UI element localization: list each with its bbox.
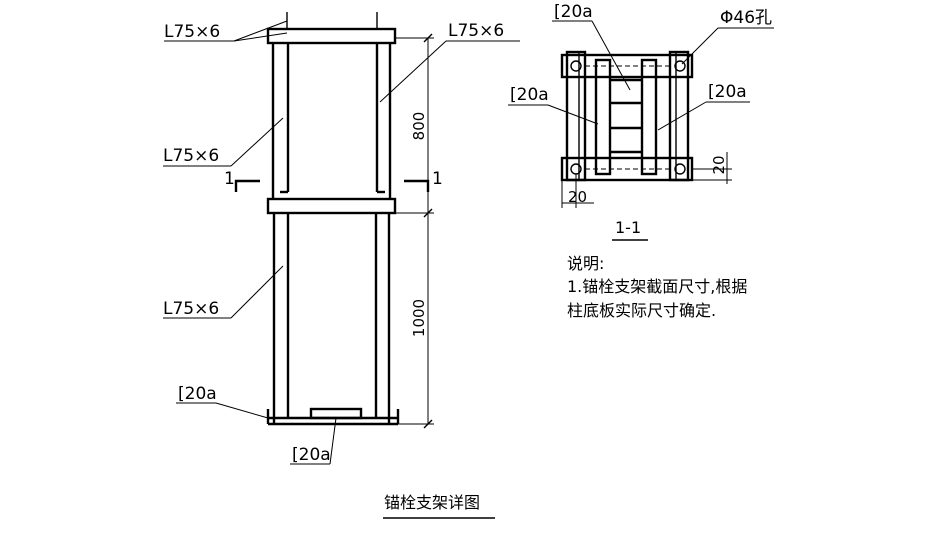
leader-mid-angle bbox=[230, 117, 284, 167]
leader-bottom-channel bbox=[329, 417, 337, 465]
dim-tick-bottom bbox=[423, 419, 433, 429]
label-left-channel: [20a bbox=[178, 384, 217, 404]
section-mark-right-symbol bbox=[404, 179, 430, 192]
hole-top-left bbox=[570, 60, 582, 72]
section-label-top-channel: [20a bbox=[554, 2, 593, 22]
section-dim-right: 20 bbox=[710, 155, 728, 174]
notes-heading: 说明: bbox=[567, 254, 604, 273]
notes-line-2: 柱底板实际尺寸确定. bbox=[567, 301, 716, 320]
leader-lower-angle bbox=[230, 265, 284, 319]
section-leader-top bbox=[591, 20, 631, 91]
section-dim-bottom: 20 bbox=[568, 188, 587, 206]
section-label-right-channel: [20a bbox=[708, 82, 747, 102]
leader-left-channel bbox=[215, 402, 269, 419]
label-right-angle: L75×6 bbox=[448, 21, 504, 41]
leader-top-angle-1 bbox=[233, 20, 288, 42]
section-inner-left bbox=[594, 58, 612, 176]
section-label-left-channel: [20a bbox=[510, 85, 549, 105]
section-leader-left bbox=[547, 104, 599, 125]
notes: 说明: 1.锚栓支架截面尺寸,根据 柱底板实际尺寸确定. bbox=[567, 254, 747, 320]
section-title: 1-1 bbox=[615, 218, 641, 237]
section-label-hole: Φ46孔 bbox=[720, 8, 772, 28]
top-angle-plate bbox=[266, 27, 397, 45]
dim-upper-800: 800 bbox=[410, 112, 428, 141]
dim-tick-mid bbox=[423, 208, 433, 218]
label-top-angle: L75×6 bbox=[164, 22, 220, 42]
section-view: 20 20 [20a Φ46孔 [20a [20a 1-1 bbox=[508, 2, 774, 241]
section-mark-left-symbol bbox=[234, 179, 260, 192]
elevation-title: 锚栓支架详图 bbox=[384, 493, 480, 512]
section-top-plate bbox=[560, 53, 694, 79]
dim-tick-top bbox=[423, 33, 433, 43]
section-leader-right bbox=[657, 101, 707, 131]
hole-top-right bbox=[674, 60, 686, 72]
elevation-view: 800 1000 1 1 L75×6 L75×6 L75×6 L75×6 [20… bbox=[163, 12, 520, 519]
hole-bottom-right bbox=[674, 163, 686, 175]
label-lower-angle: L75×6 bbox=[163, 299, 219, 319]
section-right-channel bbox=[668, 50, 690, 182]
leader-top-angle-2 bbox=[233, 32, 288, 42]
section-mark-right-label: 1 bbox=[432, 169, 443, 189]
base-channel-section bbox=[309, 407, 363, 420]
label-mid-angle: L75×6 bbox=[163, 146, 219, 166]
section-mark-left-label: 1 bbox=[224, 169, 235, 189]
label-bottom-channel: [20a bbox=[292, 445, 331, 465]
section-leader-hole bbox=[681, 27, 719, 65]
dim-lower-1000: 1000 bbox=[410, 299, 428, 337]
notes-line-1: 1.锚栓支架截面尺寸,根据 bbox=[567, 277, 747, 296]
leader-right-angle bbox=[379, 40, 447, 103]
section-inner-right bbox=[640, 58, 658, 176]
middle-channel-plate bbox=[266, 197, 397, 215]
